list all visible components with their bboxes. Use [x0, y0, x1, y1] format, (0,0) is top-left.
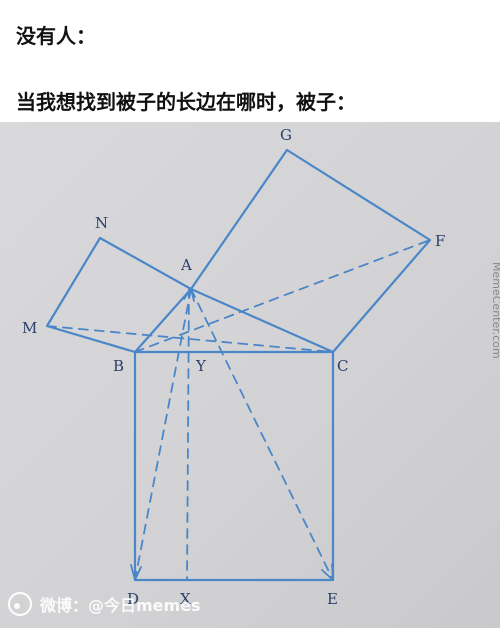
arrowhead-a — [183, 288, 195, 302]
square-on-ac — [189, 148, 432, 354]
line-m-c — [46, 325, 334, 353]
pythagoras-figure — [45, 148, 432, 582]
label-c: C — [337, 357, 348, 375]
caption-line-2: 当我想找到被子的长边在哪时，被子： — [16, 90, 356, 114]
diagram-photo: G N A F M B Y C D X E MemeCenter.com 微博：… — [0, 122, 500, 628]
side-watermark: MemeCenter.com — [490, 262, 500, 359]
label-f: F — [435, 232, 445, 250]
point-labels: G N A F M B Y C D X E — [22, 126, 445, 608]
label-e: E — [327, 590, 338, 608]
label-y: Y — [195, 357, 207, 375]
line-b-f — [134, 239, 431, 353]
triangle-abc — [133, 287, 335, 354]
arrowhead-e — [321, 563, 334, 581]
label-d: D — [127, 590, 139, 608]
square-on-ab — [45, 236, 193, 354]
line-a-d — [134, 288, 192, 581]
square-on-bc — [133, 350, 335, 582]
line-a-e — [190, 288, 334, 581]
caption-line-1: 没有人： — [16, 24, 96, 48]
label-m: M — [22, 319, 37, 337]
label-b: B — [113, 357, 124, 375]
label-x: X — [180, 590, 191, 608]
paper-background — [0, 122, 500, 628]
line-a-x — [186, 288, 190, 581]
label-g: G — [280, 126, 292, 144]
label-n: N — [95, 214, 108, 232]
weibo-logo-icon — [7, 591, 33, 617]
label-a: A — [180, 256, 192, 274]
bottom-watermark: 微博：@今日memes — [7, 591, 201, 617]
bottom-watermark-text: 微博：@今日memes — [39, 596, 201, 615]
arrowhead-d — [130, 564, 142, 581]
